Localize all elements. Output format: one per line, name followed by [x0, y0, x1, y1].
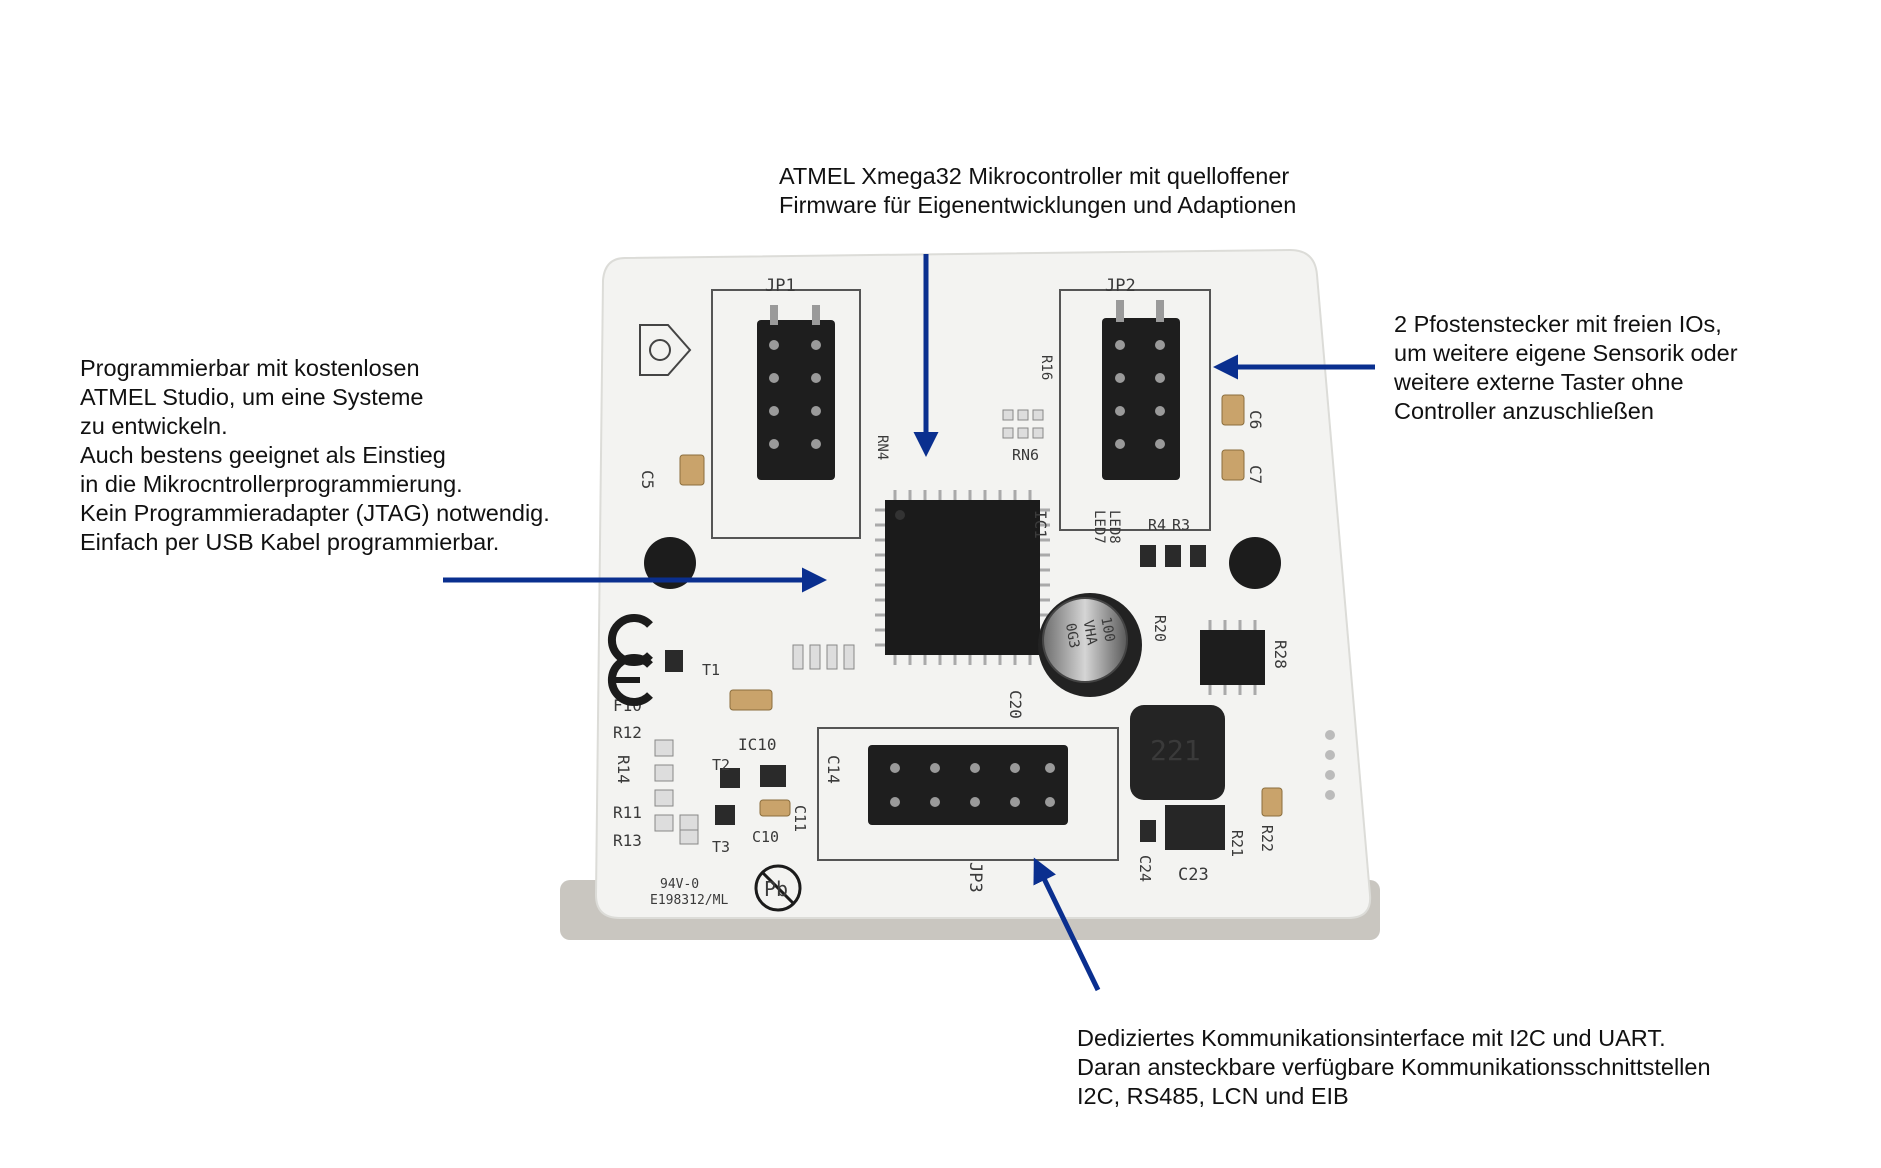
rn4-label: RN4	[874, 435, 890, 460]
c23-label: C23	[1178, 865, 1209, 885]
annotation-line: um weitere eigene Sensorik oder	[1394, 340, 1738, 366]
rn6-label: RN6	[1012, 446, 1039, 464]
silkscreen: C5 C6 C7 R3 R4 LED8 LED7 R16 RN6 RN4 R20…	[613, 355, 1276, 882]
r12-label: R12	[613, 723, 642, 742]
annotation-line: in die Mikrocntrollerprogrammierung.	[80, 471, 463, 497]
annotation-line: Kein Programmieradapter (JTAG) notwendig…	[80, 500, 550, 526]
annotation-mcu: ATMEL Xmega32 Mikrocontroller mit quello…	[779, 162, 1296, 220]
annotation-line: zu entwickeln.	[80, 413, 228, 439]
annotation-line: Daran ansteckbare verfügbare Kommunikati…	[1077, 1054, 1711, 1080]
ul-code: E198312/ML	[650, 893, 728, 908]
r16-label: R16	[1038, 355, 1054, 380]
pb-free-mark: Pb	[754, 864, 802, 912]
soic-chip	[1200, 630, 1265, 685]
t1-label: T1	[702, 661, 720, 679]
c11-label: C11	[791, 805, 809, 832]
jp1-pins	[769, 305, 821, 449]
c14-label: C14	[824, 755, 843, 784]
r13-label: R13	[613, 831, 642, 850]
jp2-label: JP2	[1105, 276, 1136, 296]
annotation-line: Dediziertes Kommunikationsinterface mit …	[1077, 1025, 1666, 1051]
r11-label: R11	[613, 803, 642, 822]
test-points	[1325, 730, 1335, 800]
soic-pins	[1208, 620, 1257, 695]
inductor-label: 221	[1150, 734, 1201, 767]
cap-text: 100	[1097, 616, 1117, 644]
r20-label: R20	[1151, 615, 1169, 642]
annotation-line: 2 Pfostenstecker mit freien IOs,	[1394, 311, 1722, 337]
annotation-line: ATMEL Studio, um eine Systeme	[80, 384, 424, 410]
inductor	[1130, 705, 1225, 800]
r22-label: R22	[1258, 825, 1276, 852]
c6-label: C6	[1246, 410, 1265, 429]
annotation-line: Auch bestens geeignet als Einstieg	[80, 442, 446, 468]
c10-label: C10	[752, 828, 779, 846]
smd-resistors	[665, 545, 1206, 842]
power-symbol-icon	[639, 324, 692, 376]
annotation-comm: Dediziertes Kommunikationsinterface mit …	[1077, 1024, 1711, 1111]
cap-marking: 100 VHA 0G3	[1062, 616, 1118, 650]
ul-mark: 94V-0 E198312/ML	[650, 877, 728, 908]
t2-label: T2	[712, 756, 730, 774]
c7-label: C7	[1246, 465, 1265, 484]
annotation-line: ATMEL Xmega32 Mikrocontroller mit quello…	[779, 163, 1290, 189]
mounting-hole	[1229, 537, 1281, 589]
ic1-label: IC1	[1031, 510, 1050, 539]
c20-label: C20	[1006, 690, 1025, 719]
r3-label: R3	[1172, 516, 1190, 534]
jp2-outline	[1059, 289, 1211, 531]
mcu-chip	[885, 500, 1040, 655]
pointer-arrows	[443, 254, 1375, 992]
ul-text: 94V-0	[660, 877, 699, 892]
r28-label: R28	[1271, 640, 1290, 669]
annotation-line: I2C, RS485, LCN und EIB	[1077, 1083, 1349, 1109]
ic10-label: IC10	[738, 735, 777, 754]
arrow-comm	[1033, 857, 1101, 992]
led8-label: LED8	[1106, 510, 1122, 544]
c24-label: C24	[1136, 855, 1154, 882]
annotation-line: Firmware für Eigenentwicklungen und Adap…	[779, 192, 1297, 218]
mcu-pin1-mark	[895, 510, 905, 520]
jp1-header	[757, 320, 835, 480]
electrolytic-capacitor	[1042, 597, 1128, 683]
annotation-line: Controller anzuschließen	[1394, 398, 1654, 424]
r21-label: R21	[1228, 830, 1246, 857]
jp1-label: JP1	[765, 276, 796, 296]
t3-label: T3	[712, 838, 730, 856]
pad-array	[654, 409, 1044, 845]
pb-text: Pb	[764, 877, 788, 901]
regulator-chip	[1165, 805, 1225, 850]
jp1-outline	[711, 289, 861, 539]
c5-label: C5	[638, 470, 657, 489]
jp3-label: JP3	[965, 862, 985, 893]
cap-text: VHA	[1080, 619, 1100, 647]
annotation-headers: 2 Pfostenstecker mit freien IOs, um weit…	[1394, 310, 1738, 426]
jp2-pins	[1115, 300, 1165, 449]
jp3-pins	[890, 763, 1055, 807]
cap-text: 0G3	[1062, 622, 1082, 650]
jp2-header	[1102, 318, 1180, 480]
annotation-programming: Programmierbar mit kostenlosen ATMEL Stu…	[80, 354, 550, 557]
r4-label: R4	[1148, 516, 1166, 534]
annotation-line: Einfach per USB Kabel programmierbar.	[80, 529, 500, 555]
mounting-hole	[644, 537, 696, 589]
r14-label: R14	[614, 755, 633, 784]
smd-capacitors	[679, 394, 1283, 817]
jp3-outline	[817, 727, 1119, 861]
annotation-line: Programmierbar mit kostenlosen	[80, 355, 420, 381]
annotation-line: weitere externe Taster ohne	[1394, 369, 1684, 395]
mcu-pins	[875, 490, 1050, 665]
ce-mark	[607, 614, 653, 706]
led7-label: LED7	[1091, 510, 1107, 544]
jp3-header	[868, 745, 1068, 825]
